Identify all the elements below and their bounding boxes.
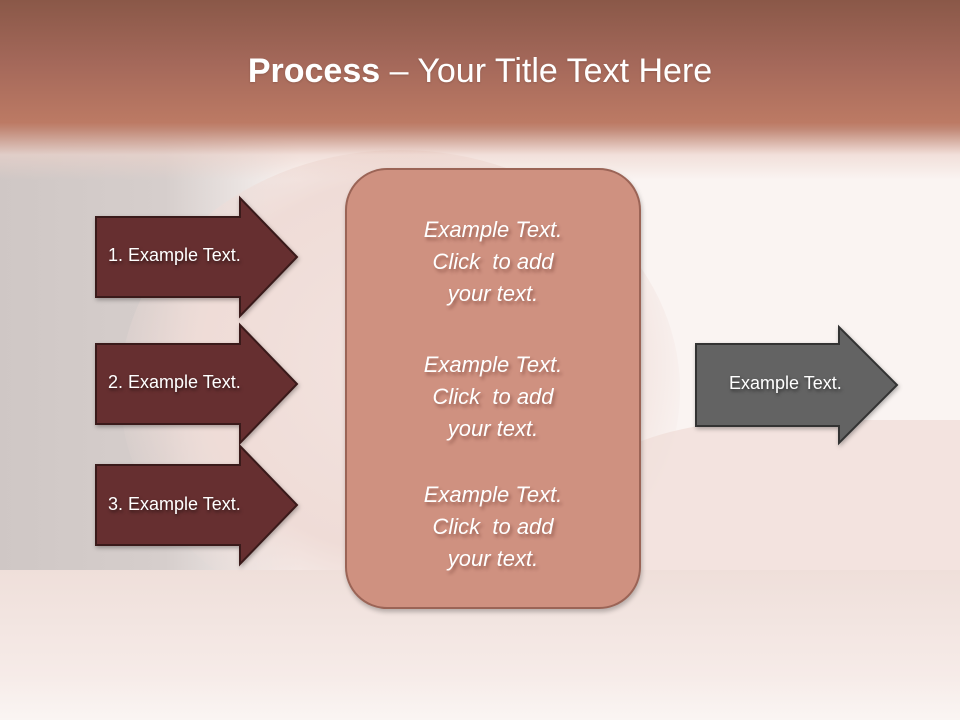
title-bold: Process — [247, 52, 381, 90]
step-label: 2. Example Text. — [108, 372, 241, 392]
text-block-2: Example Text. Click to add your text. — [347, 349, 639, 445]
block-line: your text. — [447, 281, 539, 306]
block-line: Example Text. — [423, 217, 563, 242]
block-line: Example Text. — [423, 482, 563, 507]
text-block-1: Example Text. Click to add your text. — [347, 214, 639, 310]
step-arrow-2[interactable]: 2. Example Text. — [95, 322, 299, 446]
arrow-right-icon — [95, 443, 299, 567]
block-line: Click to add — [432, 249, 554, 274]
step-label: 1. Example Text. — [108, 245, 241, 265]
title-rest: – Your Title Text Here — [380, 52, 713, 90]
result-label: Example Text. — [729, 373, 842, 393]
step-arrow-1[interactable]: 1. Example Text. — [95, 195, 299, 319]
slide-title[interactable]: Process – Your Title Text Here — [0, 52, 960, 91]
block-line: your text. — [447, 416, 539, 441]
arrow-right-icon — [695, 324, 899, 446]
block-line: Example Text. — [423, 352, 563, 377]
block-line: Click to add — [432, 384, 554, 409]
step-arrow-3[interactable]: 3. Example Text. — [95, 443, 299, 567]
step-label: 3. Example Text. — [108, 494, 241, 514]
block-line: your text. — [447, 546, 539, 571]
arrow-right-icon — [95, 195, 299, 319]
block-line: Click to add — [432, 514, 554, 539]
text-block-3: Example Text. Click to add your text. — [347, 479, 639, 575]
result-arrow[interactable]: Example Text. — [695, 324, 899, 446]
center-text-box[interactable]: Example Text. Click to add your text. Ex… — [345, 168, 641, 609]
title-band — [0, 0, 960, 180]
arrow-right-icon — [95, 322, 299, 446]
